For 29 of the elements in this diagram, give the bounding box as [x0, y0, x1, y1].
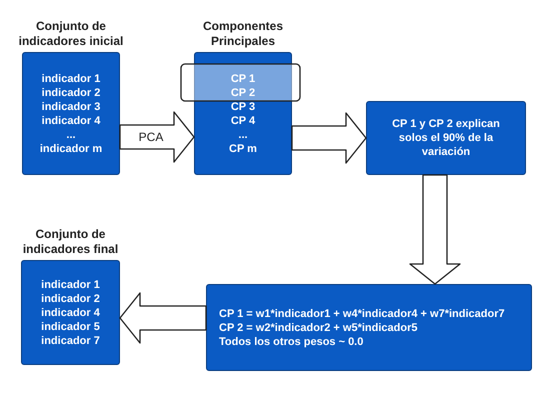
node-heading: Conjunto de indicadores inicial: [18, 19, 124, 49]
box-text: indicador 2: [42, 86, 100, 100]
edge-label: PCA: [138, 129, 164, 146]
box-text: CP 4: [230, 114, 256, 128]
box-text: CP 2: [230, 86, 256, 100]
block-arrow: [409, 174, 461, 285]
block-arrow: [119, 111, 195, 163]
box-text: indicador 4: [41, 306, 100, 320]
box-text: CP m: [229, 142, 257, 156]
box-text: CP 2 = w2*indicador2 + w5*indicador5: [219, 320, 418, 334]
box-text: indicador 2: [41, 292, 100, 306]
box-text: indicador 5: [41, 320, 100, 334]
box-text: indicador 7: [41, 334, 100, 348]
box-text: indicador 1: [41, 278, 100, 292]
box-text: CP 1 = w1*indicador1 + w4*indicador4 + w7*indicador7: [219, 306, 505, 320]
box-text: CP 1: [230, 72, 256, 86]
box-text: indicador m: [40, 142, 102, 156]
box-text: ...: [66, 128, 76, 142]
box-text: indicador 1: [42, 72, 100, 86]
node-heading: Conjunto de indicadores final: [22, 227, 120, 257]
box-text: indicador 3: [42, 100, 100, 114]
box-text: ...: [238, 128, 248, 142]
block-arrow: [119, 292, 207, 344]
box-text: CP 1 y CP 2 explican solos el 90% de la variación: [391, 117, 501, 159]
box-text: indicador 4: [42, 114, 100, 128]
node-heading: Componentes Principales: [202, 19, 284, 49]
box-text: CP 3: [230, 100, 256, 114]
box-text: Todos los otros pesos ~ 0.0: [219, 334, 364, 348]
block-arrow: [291, 112, 367, 164]
